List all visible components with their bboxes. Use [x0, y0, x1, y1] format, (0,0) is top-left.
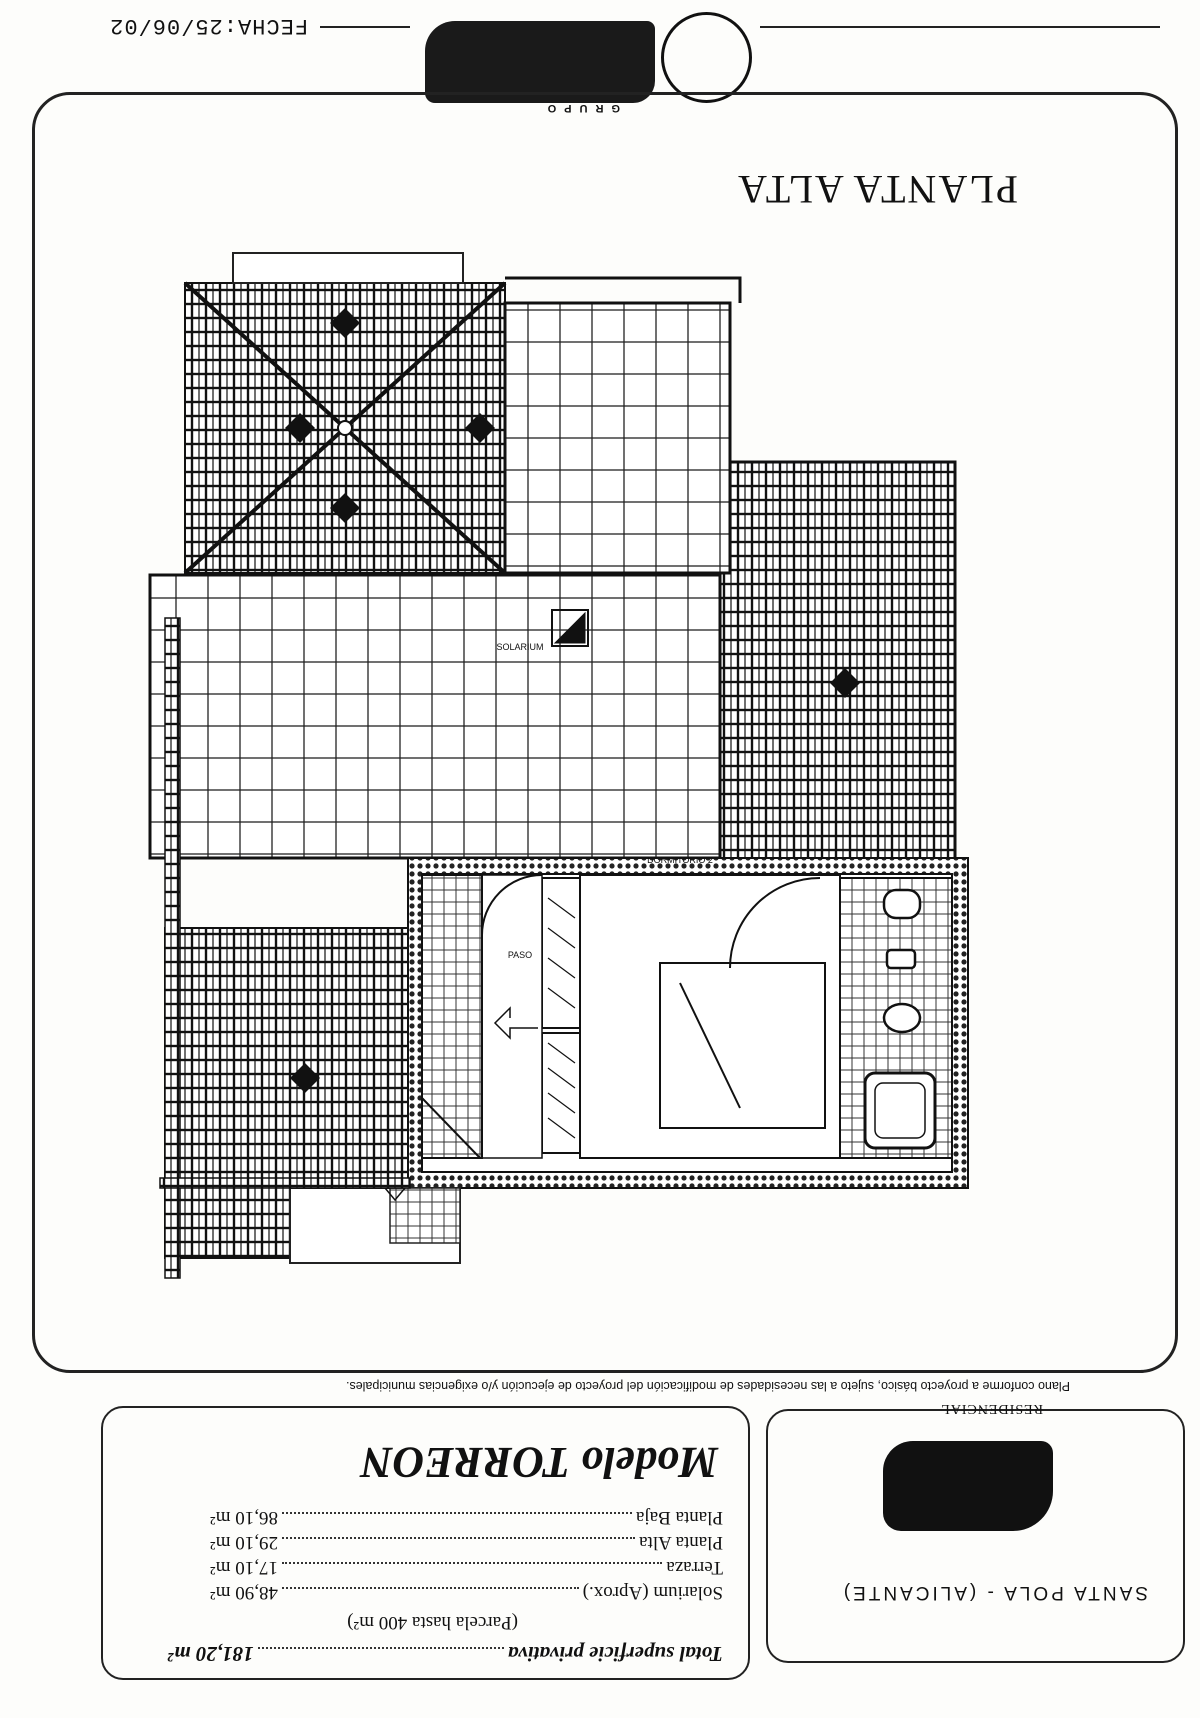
door-swing-icon — [729, 877, 821, 969]
bedroom-label: DORMITORIO 2 — [647, 855, 713, 865]
developer-logo — [883, 1441, 1053, 1531]
hall — [481, 874, 543, 1159]
residencial-label: RESIDENCIAL — [940, 1401, 1043, 1416]
area-row-planta-baja: Planta Baja 86,10 m² — [168, 1506, 723, 1528]
hall-label: PASO — [508, 950, 532, 960]
solarium-label: SOLARIUM — [496, 642, 543, 652]
bed-icon — [659, 962, 826, 1129]
model-title: Modelo TORREON — [360, 1438, 718, 1487]
wardrobe — [541, 877, 581, 1029]
area-value: 29,10 m² — [210, 1532, 278, 1553]
area-value: 17,10 m² — [210, 1557, 278, 1578]
area-row-terraza: Terraza 17,10 m² — [168, 1556, 723, 1578]
parcela-note: (Parcela hasta 400 m²) — [347, 1612, 518, 1633]
developer-box: RESIDENCIAL SANTA POLA - (ALICANTE) — [766, 1401, 1185, 1663]
total-row: Total superficie privativa 181,20 m² — [168, 1641, 723, 1666]
area-value: 86,10 m² — [210, 1507, 278, 1528]
area-label: Solarium (Aprox.) — [582, 1582, 723, 1603]
tower-roof — [183, 252, 507, 575]
total-value: 181,20 m² — [168, 1642, 254, 1666]
area-label: Terraza — [666, 1557, 723, 1578]
area-row-planta-alta: Planta Alta 29,10 m² — [168, 1531, 723, 1553]
bathtub-icon — [863, 1071, 937, 1150]
area-row-solarium: Solarium (Aprox.) 48,90 m² — [168, 1581, 723, 1603]
disclaimer-note: Plano conforme a proyecto básico, sujeto… — [345, 1379, 1070, 1393]
area-label: Planta Baja — [635, 1507, 723, 1528]
area-label: Planta Alta — [639, 1532, 723, 1553]
toilet-icon — [882, 1002, 922, 1034]
wardrobe — [541, 1032, 581, 1154]
side-roof — [718, 460, 957, 884]
entry-step — [159, 1177, 461, 1264]
location-label: SANTA POLA - (ALICANTE) — [840, 1582, 1148, 1603]
sink-icon — [882, 888, 922, 920]
total-label: Total superficie privativa — [507, 1642, 723, 1666]
area-value: 48,90 m² — [210, 1582, 278, 1603]
model-box: Modelo TORREON Planta Baja 86,10 m² Plant… — [101, 1406, 750, 1680]
solarium-terrace: SOLARIUM — [148, 276, 742, 860]
rooms-block: DORMITORIO 2 PASO — [407, 855, 969, 1189]
staircase — [421, 874, 483, 1159]
bidet-icon — [885, 948, 917, 970]
